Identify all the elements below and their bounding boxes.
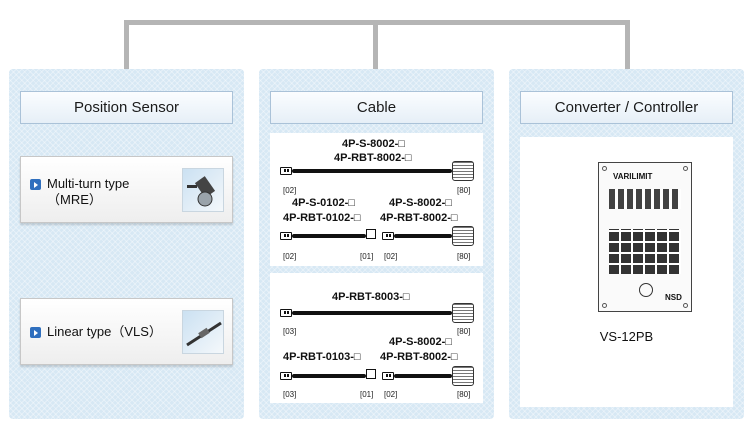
cable-code: [02] [384,390,398,399]
screw-icon [602,166,607,171]
connector-left-drop [124,20,129,70]
cable-group-2: 4P-RBT-8003-□ [03] [80] 4P-S-8002-□ 4P-R… [270,273,483,403]
arrow-right-icon [30,179,41,190]
cable-code: [80] [457,186,471,195]
cable-code: [80] [457,390,471,399]
device-brand: VARILIMIT [613,172,653,181]
part-number: 4P-RBT-8003-□ [332,291,410,303]
cable-header: Cable [270,91,483,124]
sensor-connector [280,232,292,240]
keypad [609,229,681,274]
arrow-right-icon [30,327,41,338]
multi-turn-type-label: Multi-turn type （MRE） [47,176,130,207]
part-number: 4P-S-8002-□ [342,138,405,150]
cable-code: [02] [283,252,297,261]
sensor-connector [280,167,292,175]
led-display [609,189,681,209]
rotary-sensor-image [182,168,224,212]
cable-panel: Cable 4P-S-8002-□ 4P-RBT-8002-□ [02] [80… [259,69,494,419]
relay-connector [382,372,394,380]
sensor-connector [280,309,292,317]
part-number: 4P-S-0102-□ [292,197,355,209]
model-name: VS-12PB [599,329,654,344]
part-number: 4P-S-8002-□ [389,336,452,348]
dsub-connector [452,226,474,246]
cable-wire [292,374,366,378]
relay-connector [366,369,376,379]
screw-icon [683,166,688,171]
part-number: 4P-RBT-8002-□ [380,351,458,363]
cable-code: [01] [360,390,374,399]
position-sensor-panel: Position Sensor Multi-turn type （MRE） Li… [9,69,244,419]
relay-connector [382,232,394,240]
cable-wire [394,234,452,238]
device-logo: NSD [665,293,682,302]
cable-wire [292,311,452,315]
knob-icon [639,283,653,297]
cable-code: [01] [360,252,374,261]
linear-type-card[interactable]: Linear type（VLS） [20,298,233,365]
cable-code: [80] [457,327,471,336]
controller-device: VARILIMIT NSD [598,162,692,312]
relay-connector [366,229,376,239]
cable-code: [80] [457,252,471,261]
cable-code: [02] [283,186,297,195]
cable-group-1: 4P-S-8002-□ 4P-RBT-8002-□ [02] [80] 4P-S… [270,133,483,266]
dsub-connector [452,161,474,181]
part-number: 4P-RBT-0102-□ [283,212,361,224]
part-number: 4P-RBT-0103-□ [283,351,361,363]
multi-turn-type-card[interactable]: Multi-turn type （MRE） [20,156,233,223]
part-number: 4P-RBT-8002-□ [334,152,412,164]
dsub-connector [452,303,474,323]
converter-panel: Converter / Controller VARILIMIT NSD VS-… [509,69,744,419]
screw-icon [602,303,607,308]
cable-code: [03] [283,390,297,399]
cable-wire [394,374,452,378]
position-sensor-header: Position Sensor [20,91,233,124]
cable-wire [292,169,452,173]
cable-code: [03] [283,327,297,336]
cable-wire [292,234,366,238]
screw-icon [683,303,688,308]
cable-code: [02] [384,252,398,261]
converter-header: Converter / Controller [520,91,733,124]
linear-type-label: Linear type（VLS） [47,324,162,339]
sensor-connector [280,372,292,380]
part-number: 4P-RBT-8002-□ [380,212,458,224]
connector-middle-drop [373,20,378,70]
dsub-connector [452,366,474,386]
linear-sensor-image [182,310,224,354]
part-number: 4P-S-8002-□ [389,197,452,209]
converter-image-box: VARILIMIT NSD VS-12PB [520,137,733,407]
connector-right-drop [625,20,630,70]
